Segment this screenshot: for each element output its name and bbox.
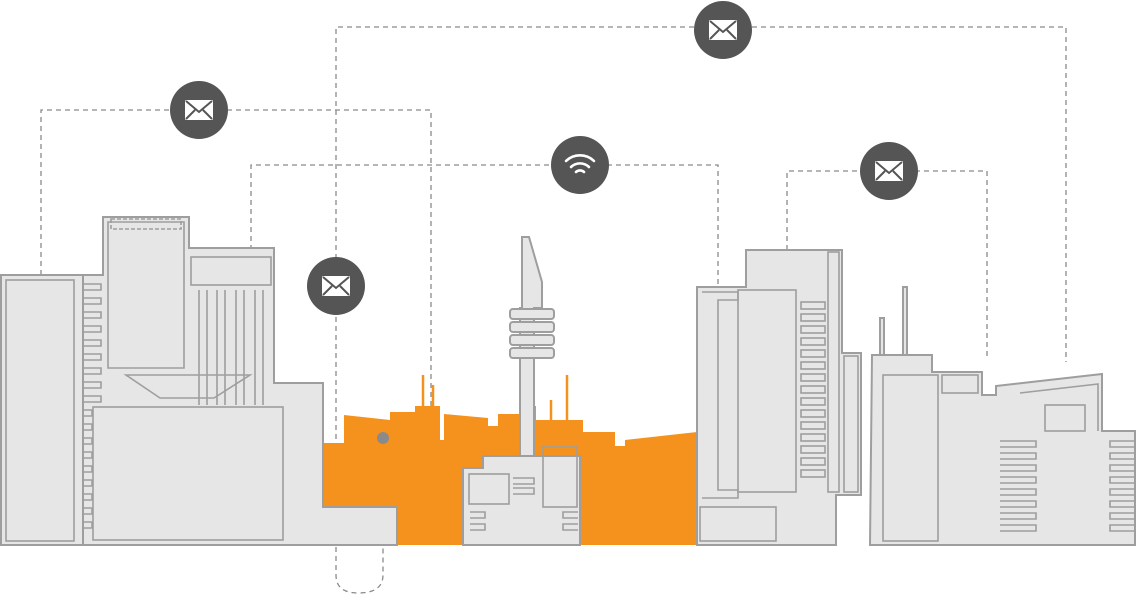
mail-badge-top[interactable]: [694, 1, 752, 59]
mail-badge-left[interactable]: [170, 81, 228, 139]
mail-badge-mid[interactable]: [307, 257, 365, 315]
mail-badge-right[interactable]: [860, 142, 918, 200]
tv-tower: [462, 236, 581, 546]
connector-mail-right: [786, 170, 988, 360]
envelope-icon: [185, 100, 213, 120]
right-buildings: [696, 249, 1136, 546]
endpoint-dot: [377, 432, 389, 444]
left-buildings: [0, 216, 398, 546]
connector-wifi: [250, 164, 719, 290]
connector-mail-left: [40, 109, 432, 410]
wifi-icon: [564, 154, 596, 180]
wifi-badge-center[interactable]: [551, 136, 609, 194]
envelope-icon: [875, 161, 903, 181]
envelope-icon: [322, 276, 350, 296]
envelope-icon: [709, 20, 737, 40]
